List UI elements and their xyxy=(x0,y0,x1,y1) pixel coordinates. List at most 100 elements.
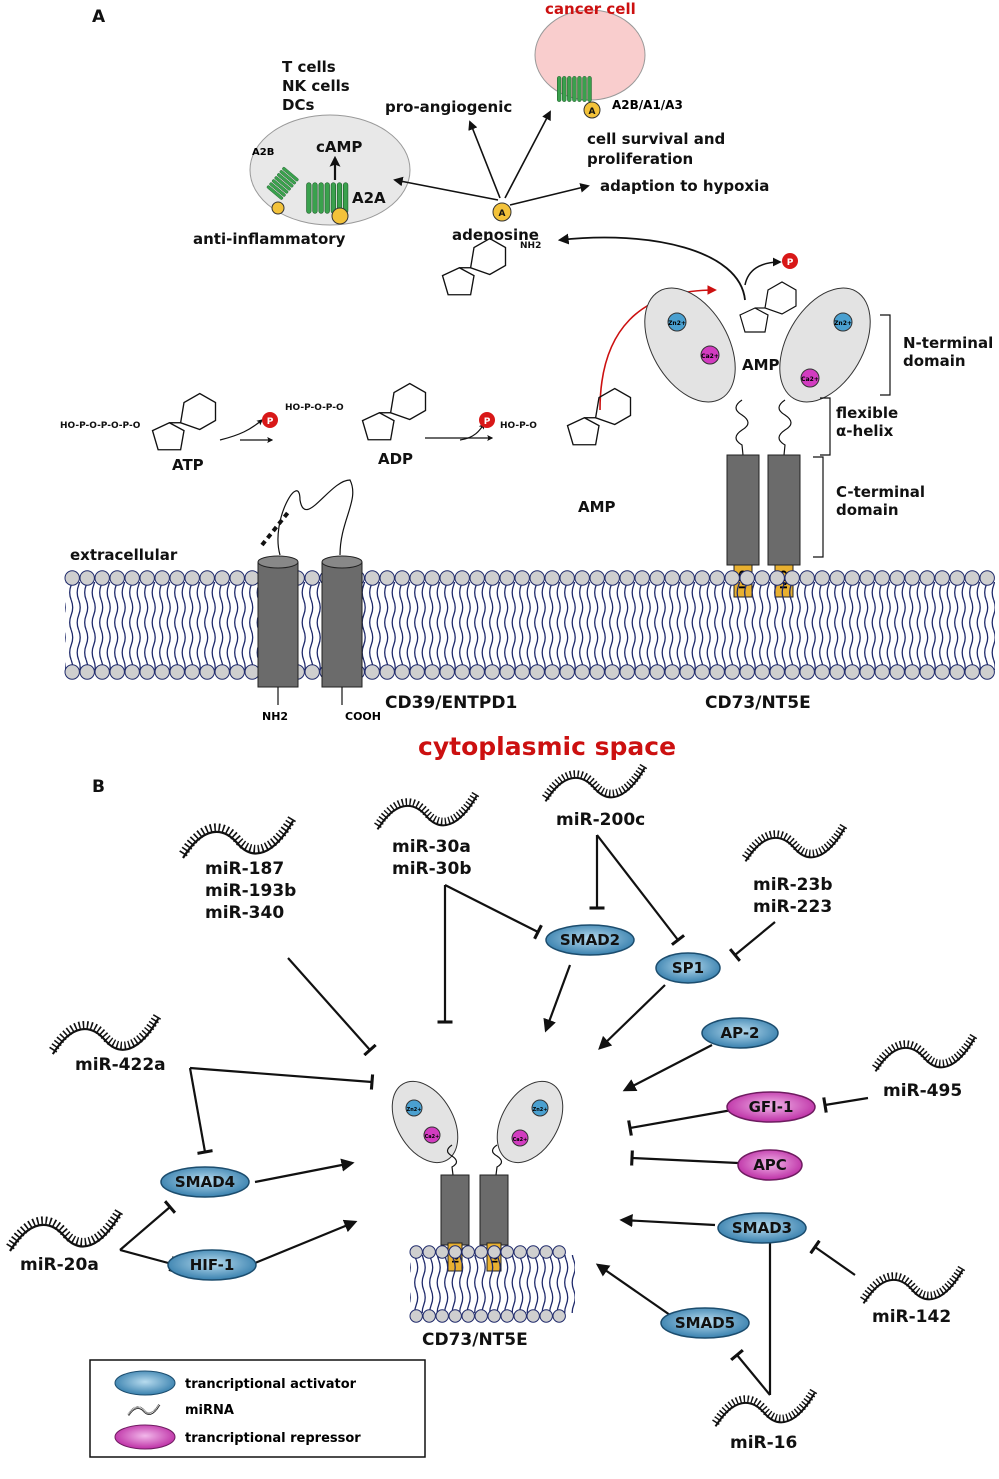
a2b-label: A2B xyxy=(252,147,274,158)
lipid-head xyxy=(604,570,620,586)
n-terminal-label-2: domain xyxy=(903,352,966,370)
lipid-head xyxy=(814,664,830,680)
cytoplasmic-space-label: cytoplasmic space xyxy=(418,732,676,761)
adenosine-icon xyxy=(583,101,601,119)
lipid-head xyxy=(889,570,905,586)
lipid-head xyxy=(919,664,935,680)
adenosine-label: adenosine xyxy=(452,226,539,244)
lipid-head xyxy=(513,1245,527,1259)
flexible-label: flexible xyxy=(836,404,898,422)
mirna-icon xyxy=(864,1267,963,1304)
lipid-head xyxy=(435,1309,449,1323)
lipid-head xyxy=(244,664,260,680)
legend-activator: trancriptional activator xyxy=(185,1377,357,1392)
survival-label-1: cell survival and xyxy=(587,130,725,148)
lipid-head xyxy=(964,664,980,680)
repressor-legend-icon xyxy=(114,1424,176,1450)
lipid-head xyxy=(154,664,170,680)
alpha-helix-label: α-helix xyxy=(836,422,894,440)
adenosine-molecule xyxy=(441,237,507,296)
lipid-head xyxy=(154,570,170,586)
lipid-head xyxy=(949,664,965,680)
lipid-head xyxy=(589,664,605,680)
tf-node-smad4: SMAD4 xyxy=(160,1166,250,1198)
phosphate-symbol: P xyxy=(484,417,491,427)
mirna-label: miR-340 xyxy=(205,903,284,923)
legend-mirna: miRNA xyxy=(185,1403,234,1418)
tf-node-apc: APC xyxy=(737,1149,803,1181)
tf-node-smad5: SMAD5 xyxy=(660,1307,750,1339)
lipid-head xyxy=(769,570,785,586)
mirna-label: miR-187 xyxy=(205,859,284,879)
extracellular-label: extracellular xyxy=(70,546,178,564)
lipid-head xyxy=(109,570,125,586)
immune-cell-2: NK cells xyxy=(282,77,350,95)
mirna-label: miR-30b xyxy=(392,859,472,879)
lipid-head xyxy=(448,1245,462,1259)
lipid-head xyxy=(229,664,245,680)
lipid-head xyxy=(539,1245,553,1259)
phosphate-symbol: P xyxy=(787,258,794,268)
lipid-head xyxy=(79,664,95,680)
mirna-label: miR-193b xyxy=(205,881,296,901)
lipid-head xyxy=(379,570,395,586)
lipid-head xyxy=(461,1309,475,1323)
panel-a-label: A xyxy=(92,7,106,27)
lipid-head xyxy=(904,664,920,680)
camp-label: cAMP xyxy=(316,138,362,156)
receptors-cancer-label: A2B/A1/A3 xyxy=(612,98,683,112)
tf-node-smad2: SMAD2 xyxy=(545,924,635,956)
lipid-head xyxy=(435,1245,449,1259)
mirna-icon xyxy=(53,1015,158,1054)
amp-label: AMP xyxy=(578,498,616,516)
lipid-head xyxy=(949,570,965,586)
phosphate-symbol: P xyxy=(267,417,274,427)
mirna-icon xyxy=(546,765,645,802)
anti-inflammatory-label: anti-inflammatory xyxy=(193,230,346,248)
regulation-edges xyxy=(119,834,869,1396)
tf-label: GFI-1 xyxy=(749,1098,794,1116)
lipid-head xyxy=(739,664,755,680)
tf-label: SP1 xyxy=(672,959,704,977)
amp-phosphate: HO-P-O xyxy=(500,421,537,431)
nh2-label: NH2 xyxy=(520,241,541,251)
immune-cell-3: DCs xyxy=(282,96,314,114)
cancer-receptor-icon xyxy=(557,76,592,102)
lipid-head xyxy=(109,664,125,680)
lipid-head xyxy=(229,570,245,586)
lipid-head xyxy=(619,570,635,586)
lipid-head xyxy=(199,570,215,586)
cd73-c-terminal-right xyxy=(767,454,801,566)
adp-label: ADP xyxy=(378,450,413,468)
tf-label: HIF-1 xyxy=(190,1256,235,1274)
lipid-head xyxy=(552,1309,566,1323)
legend: trancriptional activator miRNA trancript… xyxy=(89,1359,426,1458)
tf-node-gfi1: GFI-1 xyxy=(726,1091,816,1123)
mirna-label: miR-16 xyxy=(730,1433,797,1453)
lipid-head xyxy=(169,664,185,680)
survival-label-2: proliferation xyxy=(587,150,693,168)
lipid-head xyxy=(844,664,860,680)
tf-node-smad3: SMAD3 xyxy=(717,1212,807,1244)
lipid-head xyxy=(529,664,545,680)
lipid-head xyxy=(409,1245,423,1259)
zn-label: Zn2+ xyxy=(407,1107,422,1113)
lipid-head xyxy=(552,1245,566,1259)
immune-cell-1: T cells xyxy=(282,58,336,76)
lipid-head xyxy=(769,664,785,680)
lipid-head xyxy=(484,570,500,586)
mirna-label: miR-200c xyxy=(556,810,645,830)
lipid-head xyxy=(664,664,680,680)
lipid-head xyxy=(889,664,905,680)
lipid-head xyxy=(424,570,440,586)
mirna-icon xyxy=(876,1035,975,1072)
lipid-head xyxy=(979,570,995,586)
lipid-head xyxy=(409,570,425,586)
lipid-head xyxy=(364,570,380,586)
lipid-head xyxy=(513,1309,527,1323)
lipid-head xyxy=(829,664,845,680)
lipid-head xyxy=(487,1309,501,1323)
lipid-head xyxy=(694,664,710,680)
cd39-protein xyxy=(257,555,363,688)
lipid-head xyxy=(139,664,155,680)
